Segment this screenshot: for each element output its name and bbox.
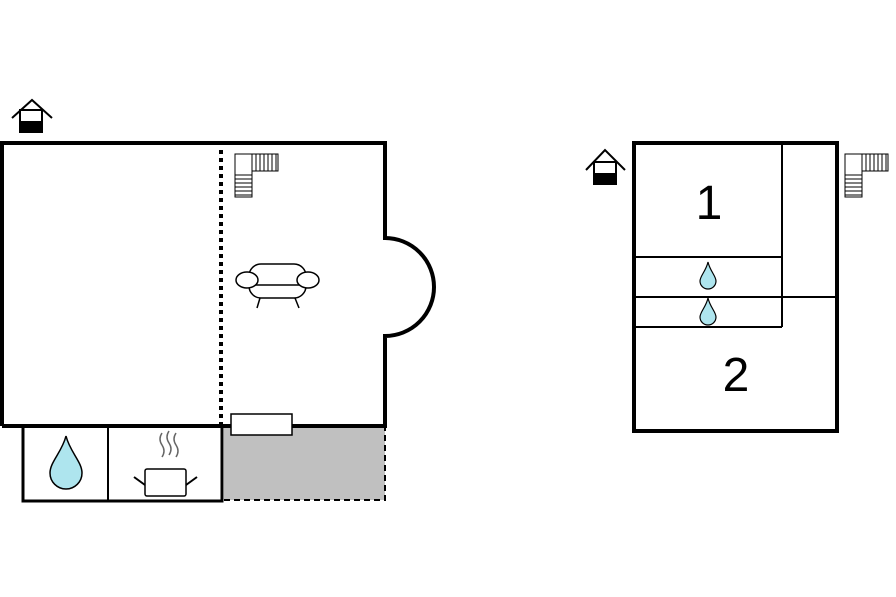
annex-walls xyxy=(21,424,224,503)
floor-home-icon xyxy=(11,98,53,133)
floor-home-icon xyxy=(585,148,626,185)
room-number-2: 2 xyxy=(723,349,750,402)
ground-floor xyxy=(0,98,436,503)
first-floor: 1 2 xyxy=(585,141,889,433)
sofa-icon xyxy=(235,263,320,309)
stairs-icon xyxy=(844,153,889,198)
main-room-walls xyxy=(0,141,436,428)
door-threshold xyxy=(230,413,293,436)
first-floor-walls xyxy=(632,141,839,433)
water-drop-icon xyxy=(699,297,717,326)
stairs-icon xyxy=(234,153,279,198)
room-number-1: 1 xyxy=(696,177,723,230)
terrace-area xyxy=(224,426,385,500)
partition-lines xyxy=(634,143,837,328)
water-drop-icon xyxy=(699,261,717,290)
bathroom-water-drop-icon xyxy=(49,435,83,490)
kitchen-pot-icon xyxy=(133,430,198,497)
terrace-dashed-border xyxy=(224,426,386,501)
